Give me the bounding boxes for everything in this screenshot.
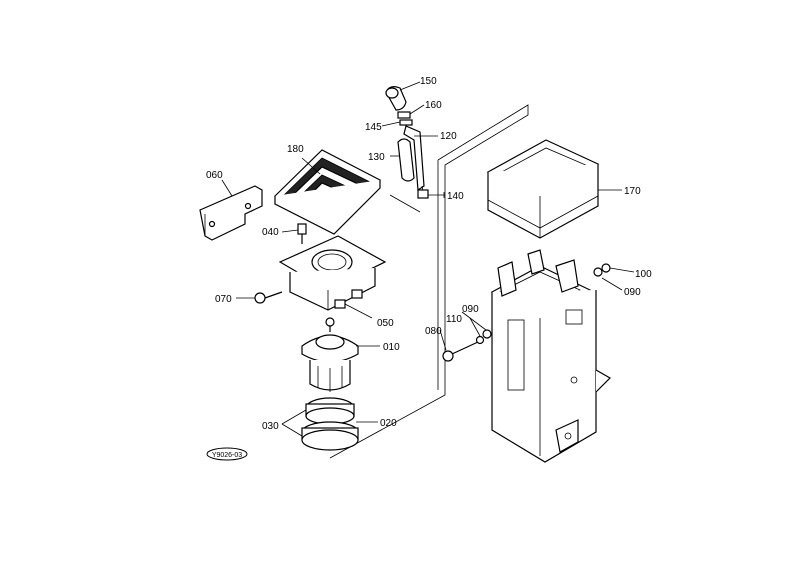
label-130: 130 bbox=[368, 152, 385, 163]
label-090-left: 090 bbox=[462, 304, 479, 315]
assembly-boundary-lines bbox=[329, 104, 529, 459]
mounting-plate-part bbox=[278, 235, 387, 311]
main-frame-part bbox=[490, 249, 611, 463]
rubber-boot-part bbox=[273, 149, 382, 235]
sleeve-part bbox=[397, 138, 415, 182]
nut-140-part bbox=[417, 189, 429, 199]
label-030: 030 bbox=[262, 421, 279, 432]
label-140: 140 bbox=[447, 191, 464, 202]
filter-elements-part bbox=[301, 397, 359, 451]
reference-badge: Y9026-03 bbox=[206, 447, 248, 461]
label-150: 150 bbox=[420, 76, 437, 87]
label-160: 160 bbox=[425, 100, 442, 111]
label-040: 040 bbox=[262, 227, 279, 238]
label-060: 060 bbox=[206, 170, 223, 181]
label-180: 180 bbox=[287, 144, 304, 155]
label-090-right: 090 bbox=[624, 287, 641, 298]
cover-part bbox=[486, 139, 600, 239]
label-070: 070 bbox=[215, 294, 232, 305]
label-110: 110 bbox=[446, 314, 462, 325]
knob-part bbox=[385, 86, 407, 111]
washer-100-part bbox=[593, 263, 611, 277]
label-145: 145 bbox=[365, 122, 382, 133]
label-050: 050 bbox=[377, 318, 394, 329]
reference-badge-text: Y9026-03 bbox=[212, 452, 242, 459]
nut-part bbox=[397, 111, 413, 126]
label-120: 120 bbox=[440, 131, 457, 142]
bolt-040-part bbox=[297, 223, 307, 244]
valve-base-part bbox=[301, 317, 359, 392]
label-080: 080 bbox=[425, 326, 442, 337]
bracket-part bbox=[199, 185, 263, 241]
bolt-080-part bbox=[442, 329, 492, 362]
label-020: 020 bbox=[380, 418, 397, 429]
label-170: 170 bbox=[624, 186, 641, 197]
part-number-labels: 150 160 145 120 130 140 180 060 040 070 … bbox=[206, 76, 652, 432]
label-010: 010 bbox=[383, 342, 400, 353]
leader-lines bbox=[221, 81, 635, 437]
screw-070-part bbox=[254, 291, 283, 304]
label-100: 100 bbox=[635, 269, 652, 280]
